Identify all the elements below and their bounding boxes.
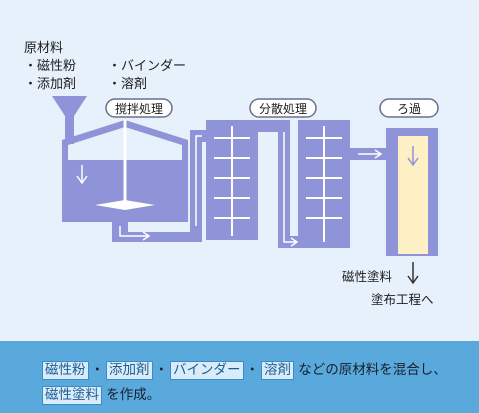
hopper-funnel: [52, 96, 87, 116]
caption-line-1-text: などの原材料を混合し、: [298, 362, 447, 378]
tank-left-wall: [62, 140, 68, 222]
binder-label: ・バインダー: [108, 59, 186, 74]
filtration-label: ろ過: [397, 102, 421, 116]
tag-magnetic-paint: 磁性塗料: [42, 386, 102, 405]
magnetic-paint-label: 磁性塗料: [342, 269, 393, 284]
filtration-label-box: [379, 98, 439, 118]
caption-line-2-text: を作成。: [106, 387, 161, 403]
dispersion-label: 分散処理: [259, 101, 307, 116]
stirrer-blade-right: [125, 200, 155, 210]
magnetic-powder-label: ・磁性粉: [24, 59, 76, 74]
caption-line-2: 磁性塗料 を作成。: [42, 383, 160, 405]
tag-solvent: 溶剤: [261, 361, 294, 380]
separator-dot: ・: [90, 362, 105, 378]
tag-binder: バインダー: [170, 361, 244, 380]
raw-materials-label: 原材料: [24, 41, 63, 56]
dispersion-label-box: [249, 98, 317, 118]
to-coating-label: 塗布工程へ: [371, 292, 434, 307]
pipe-tank-outlet: [112, 222, 198, 242]
caption-line-1: 磁性粉・添加剤・バインダー・溶剤 などの原材料を混合し、: [42, 358, 447, 380]
tank-right-wall: [182, 140, 188, 222]
hopper-neck: [65, 116, 74, 144]
separator-dot: ・: [154, 362, 169, 378]
solvent-label: ・溶剤: [108, 76, 147, 92]
tag-magnetic-powder: 磁性粉: [42, 361, 89, 380]
stirring-label: 撹拌処理: [115, 101, 163, 116]
stirrer-blade-left: [95, 200, 125, 210]
tag-additive: 添加剤: [106, 361, 153, 380]
stirring-label-box: [105, 98, 173, 118]
additive-label: ・添加剤: [24, 76, 76, 92]
process-diagram: 原材料 ・磁性粉 ・添加剤 ・バインダー ・溶剤 撹拌処理: [24, 41, 439, 307]
separator-dot: ・: [245, 362, 260, 378]
